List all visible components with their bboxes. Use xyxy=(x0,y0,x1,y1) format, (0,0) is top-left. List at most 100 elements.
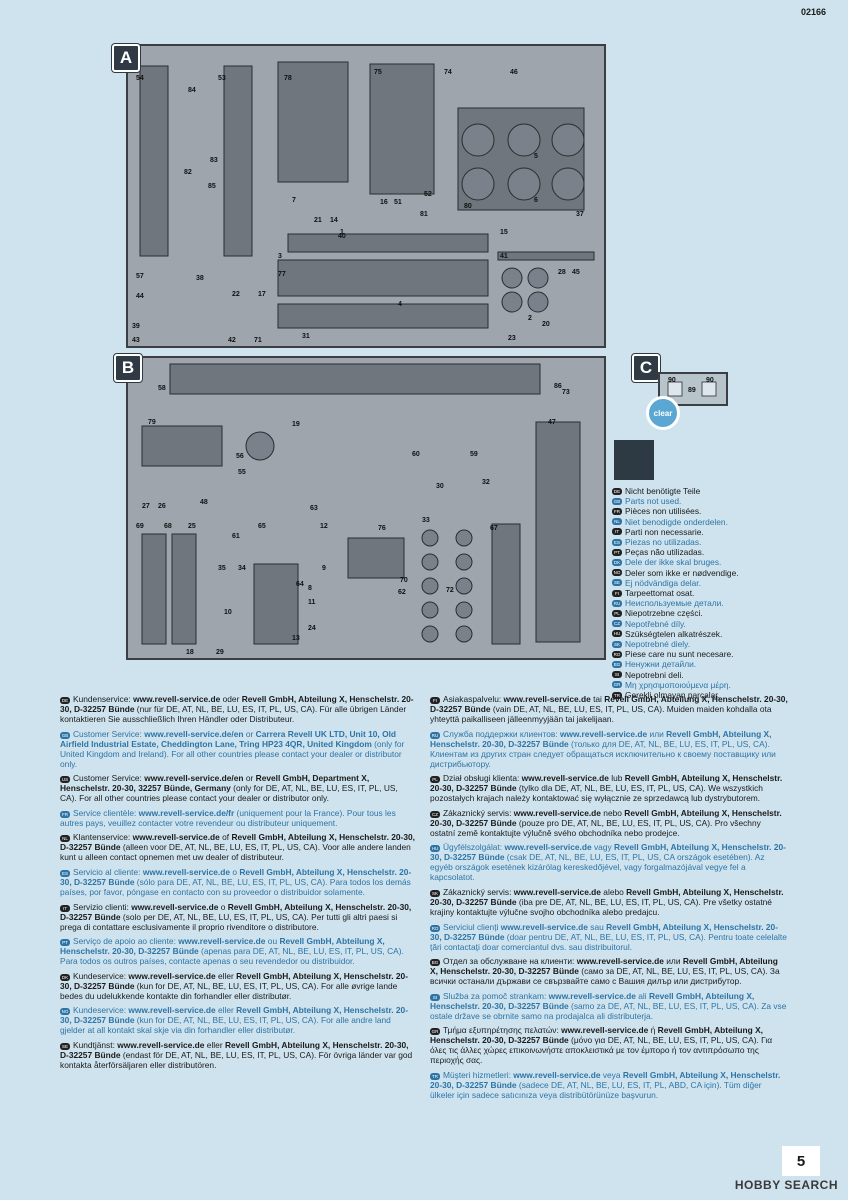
language-flag-icon: GB xyxy=(60,731,70,739)
part-number-label: 34 xyxy=(238,565,246,572)
legend-text: Tarpeettomat osat. xyxy=(625,588,695,599)
part-number-label: 69 xyxy=(136,523,144,530)
part-number-label: 14 xyxy=(330,217,338,224)
part-number-label: 30 xyxy=(436,483,444,490)
service-address: Revell GmbH, Abteilung X, Henschelstr. 2… xyxy=(430,807,782,828)
service-url[interactable]: www.revell-service.de xyxy=(128,970,216,981)
service-url[interactable]: www.revell-service.de xyxy=(513,886,601,897)
service-url[interactable]: www.revell-service.de xyxy=(132,832,220,843)
part-number-label: 62 xyxy=(398,589,406,596)
service-url[interactable]: www.revell-service.de/en xyxy=(144,773,244,784)
language-flag-icon: RU xyxy=(612,599,622,607)
service-url[interactable]: www.revell-service.de/en xyxy=(144,728,244,739)
part-number-label: 90 xyxy=(706,377,714,384)
part-number-label: 21 xyxy=(314,217,322,224)
service-address: Revell GmbH, Abteilung X, Henschelstr. 2… xyxy=(430,773,783,794)
service-address: Revell GmbH, Abteilung X, Henschelstr. 2… xyxy=(60,694,414,714)
frame-label-b: B xyxy=(114,354,142,382)
service-url[interactable]: www.revell-service.de xyxy=(504,842,592,853)
part-number-label: 54 xyxy=(136,75,144,82)
service-url[interactable]: www.revell-service.de xyxy=(131,901,219,912)
service-url[interactable]: www.revell-service.de xyxy=(178,936,266,947)
service-url[interactable]: www.revell-service.de xyxy=(503,694,591,704)
service-url[interactable]: www.revell-service.de xyxy=(500,921,588,932)
product-code: 02166 xyxy=(800,7,826,17)
part-number-label: 70 xyxy=(400,577,408,584)
service-url[interactable]: www.revell-service.de xyxy=(548,990,636,1001)
service-url[interactable]: www.revell-service.de xyxy=(128,1005,216,1016)
language-flag-icon: SK xyxy=(430,889,440,897)
part-number-label: 60 xyxy=(412,451,420,458)
service-url[interactable]: www.revell-service.de xyxy=(513,1069,601,1080)
part-number-label: 3 xyxy=(278,253,282,260)
language-flag-icon: SI xyxy=(430,993,440,1001)
part-number-label: 84 xyxy=(188,87,196,94)
service-url[interactable]: www.revell-service.de xyxy=(513,807,601,818)
service-address: Carrera Revell UK LTD, Unit 10, Old Airf… xyxy=(60,728,397,749)
language-flag-icon: PT xyxy=(612,548,622,556)
part-number-label: 10 xyxy=(224,609,232,616)
part-number-label: 89 xyxy=(688,387,696,394)
service-url[interactable]: www.revell-service.de xyxy=(576,956,664,967)
language-flag-icon: GR xyxy=(612,681,622,689)
part-number-label: 58 xyxy=(158,385,166,392)
service-url[interactable]: www.revell-service.de/fr xyxy=(138,807,235,818)
part-number-label: 80 xyxy=(464,203,472,210)
legend-text: Nepotřebné díly. xyxy=(625,618,686,629)
service-url[interactable]: www.revell-service.de xyxy=(117,1039,205,1050)
service-url[interactable]: www.revell-service.de xyxy=(561,1025,649,1036)
language-flag-icon: FI xyxy=(430,697,440,704)
service-url[interactable]: www.revell-service.de xyxy=(133,694,221,704)
part-number-label: 72 xyxy=(446,587,454,594)
language-flag-icon: FR xyxy=(612,508,622,515)
legend-text: Deler som ikke er nødvendige. xyxy=(625,567,739,578)
part-number-label: 52 xyxy=(424,191,432,198)
service-address: Revell GmbH, Department X, Henschelstr. … xyxy=(60,773,370,794)
language-flag-icon: FI xyxy=(612,589,622,597)
part-number-label: 6 xyxy=(534,197,538,204)
service-address: Revell GmbH, Abteilung X, Henschelstr. 2… xyxy=(60,866,412,887)
language-flag-icon: PL xyxy=(430,776,440,784)
part-number-label: 71 xyxy=(254,337,262,344)
service-address: Revell GmbH, Abteilung X, Henschelstr. 2… xyxy=(60,970,408,991)
language-flag-icon: NO xyxy=(612,569,622,577)
language-flag-icon: DK xyxy=(60,973,70,981)
part-number-label: 5 xyxy=(534,153,538,160)
legend-text: Pièces non utilisées. xyxy=(625,506,702,517)
part-number-label: 16 xyxy=(380,199,388,206)
language-flag-icon: DE xyxy=(612,487,622,495)
service-url[interactable]: www.revell-service.de xyxy=(142,866,231,877)
part-number-label: 23 xyxy=(508,335,516,342)
language-flag-icon: GR xyxy=(430,1028,440,1036)
service-url[interactable]: www.revell-service.de xyxy=(559,728,648,739)
part-number-label: 40 xyxy=(338,233,346,240)
part-number-label: 8 xyxy=(308,585,312,592)
part-number-label: 26 xyxy=(158,503,166,510)
part-number-label: 28 xyxy=(558,269,566,276)
service-address: Revell GmbH, Abteilung X, Henschelstr. 2… xyxy=(60,901,412,922)
part-number-label: 19 xyxy=(292,421,300,428)
part-number-label: 74 xyxy=(444,69,452,76)
language-flag-icon: NO xyxy=(60,1008,70,1016)
part-number-label: 7 xyxy=(292,197,296,204)
service-url[interactable]: www.revell-service.de xyxy=(521,773,609,784)
service-address: Revell GmbH, Abteilung X, Henschelstr. 2… xyxy=(430,1025,763,1046)
